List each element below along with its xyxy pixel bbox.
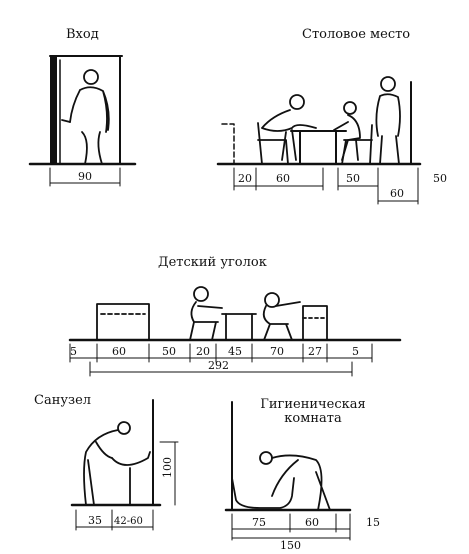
kids-dim-70: 70 [270,345,284,358]
dining-dim-lines [233,167,419,205]
bath-dim-35: 35 [88,514,102,527]
kids-corner-title: Детский уголок [158,255,267,270]
hygiene-title-line1: Гигиеническая [260,397,366,412]
dining-table-icon [290,130,347,165]
washbasin-icon [111,451,151,506]
dining-wall-dashed [221,123,235,165]
hygiene-room-title: Гигиеническая комната [254,398,372,425]
entrance-drawing: 90 [28,55,137,187]
hygiene-title-line2: комната [284,410,342,426]
child-seated-left-icon [189,286,223,341]
bathroom-drawing: 35 42-60 100 [70,399,179,531]
kids-dim-5-left: 5 [70,345,77,358]
kids-corner-drawing: 5 60 50 20 45 70 27 5 292 [68,286,402,377]
dining-dim-60a: 60 [276,172,290,185]
bath-dim-lines [75,441,179,531]
chair-left-icon [257,122,289,165]
bathroom-title: Санузел [34,393,92,408]
person-seated-right-icon [333,101,361,161]
person-standing-icon [61,69,110,165]
entrance-title: Вход [66,27,99,42]
dining-title: Столовое место [302,27,411,42]
entrance-width-label: 90 [78,170,92,183]
person-standing-waiter-icon [375,76,401,165]
kids-table-icon [221,313,257,341]
person-washing-icon [83,421,131,506]
child-seated-right-icon [262,292,301,341]
toy-box-right-icon [302,305,328,341]
dining-dim-20: 20 [238,172,252,185]
kids-dim-27: 27 [308,345,322,358]
dining-dim-50b: 50 [433,172,447,185]
hygiene-dim-60: 60 [305,516,319,529]
kids-dim-5-right: 5 [352,345,359,358]
person-bending-icon [259,451,331,511]
dining-dim-50a: 50 [346,172,360,185]
dining-drawing: 20 60 50 60 50 [216,76,447,205]
hygiene-room-drawing: 75 60 15 150 [224,401,380,552]
hygiene-dim-75: 75 [252,516,266,529]
cabinet-left-icon [96,303,150,341]
bathtub-icon [231,477,295,509]
kids-dim-60: 60 [112,345,126,358]
kids-dim-lines [69,343,373,377]
kids-dim-45: 45 [228,345,242,358]
door-frame-left [50,56,57,164]
dining-dim-60b: 60 [390,187,404,200]
bath-dim-42-60: 42-60 [114,516,143,527]
person-seated-left-icon [261,94,317,161]
hygiene-total-150: 150 [280,539,301,552]
kids-dim-20: 20 [196,345,210,358]
bath-height-100: 100 [161,457,174,478]
kids-dim-50: 50 [162,345,176,358]
kids-total-292: 292 [208,359,229,372]
hygiene-dim-lines [231,513,351,541]
hygiene-dim-15: 15 [366,516,380,529]
